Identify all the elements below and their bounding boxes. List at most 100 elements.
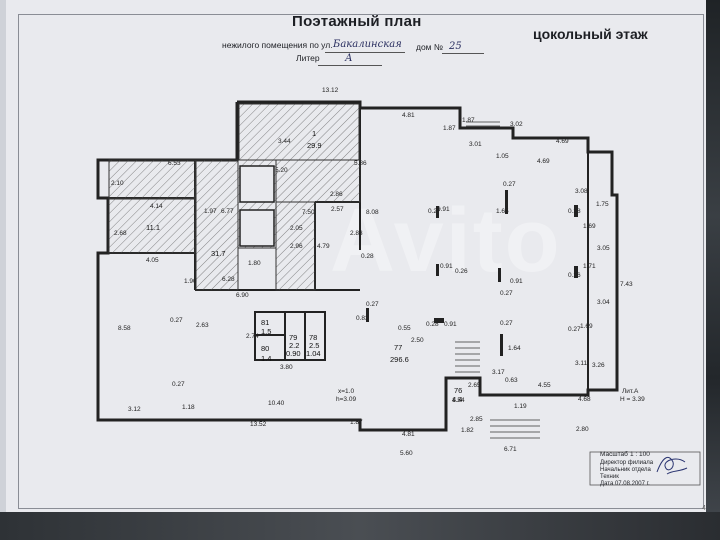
dim-label: 2.83	[350, 230, 363, 237]
room-11-area: 11.1	[146, 223, 160, 232]
room-77-area: 296.6	[390, 355, 409, 364]
floor-name: цокольный этаж	[533, 26, 648, 42]
house-number: 25	[449, 41, 462, 52]
room-78-width: 1.04	[306, 349, 321, 358]
dim-label: 0.91	[444, 321, 457, 328]
director-label: Директор филиала	[600, 460, 654, 466]
dim-label: 2.68	[114, 230, 127, 237]
dim-label: 0.91	[440, 263, 453, 270]
dim-label: 0.26	[568, 272, 581, 279]
dim-label: 0.27	[568, 326, 581, 333]
plan-title: Поэтажный план	[292, 13, 422, 30]
dim-label: 13.52	[250, 421, 267, 428]
dim-label: 3.44	[278, 138, 291, 145]
dim-label: 6.28	[222, 276, 235, 283]
dim-label: 2.86	[330, 191, 343, 198]
liter-label: Литер	[296, 53, 320, 63]
dim-label: 0.28	[568, 208, 581, 215]
room-1-number: 1	[312, 129, 316, 138]
date-label: Дата 07.08.2007 г.	[600, 481, 650, 487]
room-1-area: 29.9	[307, 141, 322, 150]
dim-label: 0.27	[500, 320, 513, 327]
dim-label: 1.87	[350, 419, 363, 426]
dim-label: 3.26	[592, 362, 605, 369]
background-bottom	[0, 512, 720, 540]
street-name: Бакалинская	[333, 39, 402, 50]
room-79-area: 2.2	[289, 341, 299, 350]
dim-label: 2.85	[470, 416, 483, 423]
room-76-number: 76	[454, 386, 462, 395]
dim-label: 2.57	[331, 206, 344, 213]
dim-label: 4.69	[556, 138, 569, 145]
dim-label: 0.63	[505, 377, 518, 384]
dim-label: 0.27	[503, 181, 516, 188]
dim-label: 6.71	[504, 446, 517, 453]
dim-label: 1.65	[496, 208, 509, 215]
signature-icon	[656, 456, 688, 475]
dim-label: 1.69	[580, 323, 593, 330]
dim-label: 3.05	[597, 245, 610, 252]
dim-label: 1.19	[514, 403, 527, 410]
room-79-number: 79	[289, 333, 297, 342]
dim-label: 4.05	[146, 257, 159, 264]
dim-label: 6.90	[236, 292, 249, 299]
dim-label: 0.83	[356, 315, 369, 322]
dim-label: 1.05	[496, 153, 509, 160]
dim-label: 4.69	[537, 158, 550, 165]
dim-label: 2.65	[468, 382, 481, 389]
dim-label: 3.17	[492, 369, 505, 376]
dim-label: 2.50	[411, 337, 424, 344]
dim-label: 6.53	[168, 160, 181, 167]
dim-label: 4.14	[150, 203, 163, 210]
liter-a-note: Лит.А	[622, 388, 639, 395]
room-81-number: 81	[261, 318, 269, 327]
dim-top-total: 13.12	[322, 87, 339, 94]
sheet-frame	[18, 14, 704, 509]
scale-label: Масштаб	[600, 451, 628, 458]
dim-label: 6.77	[221, 208, 234, 215]
dim-label: 4.81	[402, 431, 415, 438]
room-79-width: 0.90	[286, 349, 301, 358]
dim-label: 2.80	[576, 426, 589, 433]
dim-label: 3.08	[575, 188, 588, 195]
dim-label: 1.80	[248, 260, 261, 267]
liter-height-note: H = 3.39	[620, 396, 645, 403]
room-78-area: 2.5	[309, 341, 319, 350]
room-76-area: 4.4	[452, 395, 462, 404]
dim-label: 1.82	[461, 427, 474, 434]
dim-label: 10.40	[268, 400, 285, 407]
dim-label: 0.91	[437, 206, 450, 213]
dim-label: 7.50	[302, 209, 315, 216]
dim-label: 0.27	[428, 208, 441, 215]
dim-label: 2.10	[111, 180, 124, 187]
dim-label: 2.74	[246, 333, 259, 340]
dim-label: 2.63	[196, 322, 209, 329]
dim-label: 1.87	[443, 125, 456, 132]
dim-label: 8.08	[366, 209, 379, 216]
background-surface	[706, 0, 720, 540]
dim-label: 0.27	[500, 290, 513, 297]
dim-label: 0.28	[426, 321, 439, 328]
address-label: нежилого помещения по ул.	[222, 40, 333, 50]
dim-label: 5.86	[354, 160, 367, 167]
dim-label: 8.58	[118, 325, 131, 332]
house-label: дом №	[416, 42, 444, 52]
dim-label: 1.71	[583, 263, 596, 270]
room-80-number: 80	[261, 344, 269, 353]
dim-label: 4.55	[538, 382, 551, 389]
dim-label: 4.81	[402, 112, 415, 119]
dim-label: 3.80	[280, 364, 293, 371]
dim-label: 2.05	[290, 225, 303, 232]
height-note: h=3.09	[336, 396, 356, 403]
dim-label: 1.87	[462, 117, 475, 124]
dim-label: 1.90	[184, 278, 197, 285]
dim-label: 0.55	[398, 325, 411, 332]
xy-note: x=1.0	[338, 388, 354, 395]
dim-label: 1.18	[182, 404, 195, 411]
dim-label: 1.69	[583, 223, 596, 230]
page-mark: 4	[702, 505, 706, 512]
technician-label: Техник	[600, 474, 619, 480]
dim-label: 4.68	[578, 396, 591, 403]
dim-label: 0.26	[455, 268, 468, 275]
